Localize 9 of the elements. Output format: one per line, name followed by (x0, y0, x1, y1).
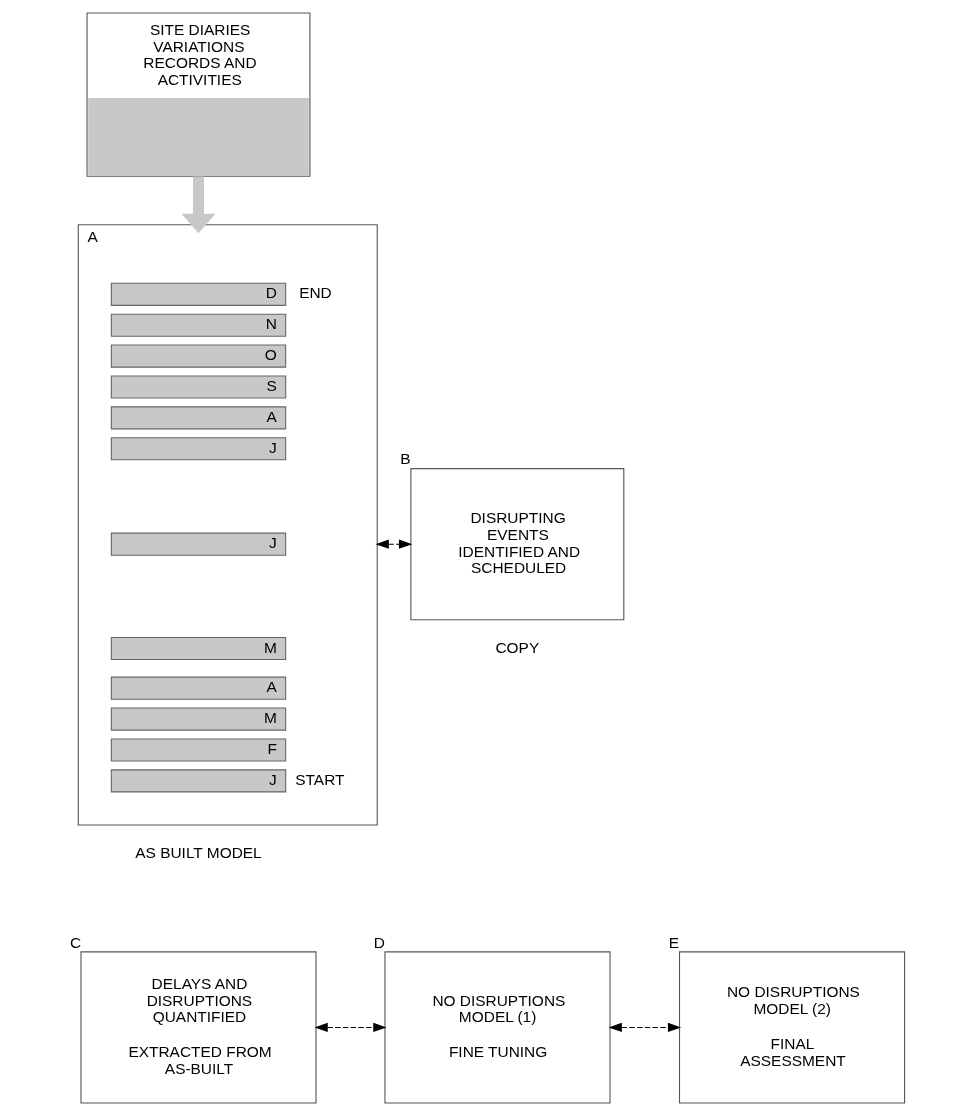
node-label: START (295, 770, 345, 788)
node-label: A (87, 227, 98, 245)
node-label: E (668, 933, 680, 951)
node-label: B (400, 450, 411, 468)
node-label: C (69, 933, 82, 951)
node-label: END (299, 284, 332, 302)
node-label: D (373, 933, 386, 951)
node-label: COPY (495, 638, 540, 656)
node-label: AS BUILT MODEL (135, 843, 262, 861)
